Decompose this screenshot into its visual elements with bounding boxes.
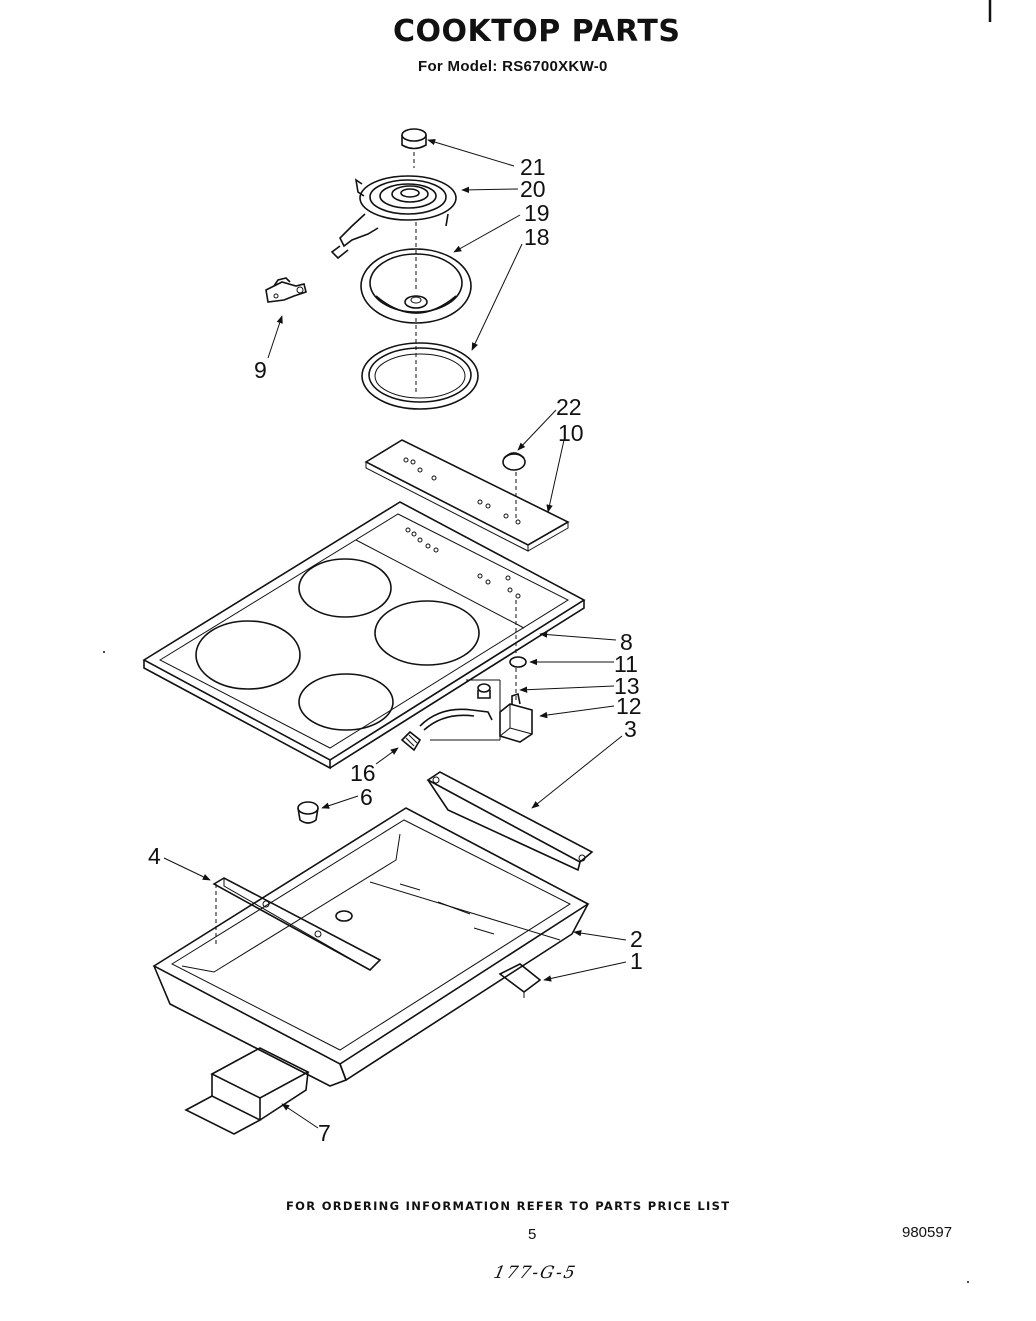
callout-11: 11 <box>614 651 638 677</box>
part-7-channel <box>184 1047 310 1135</box>
part-4-support-rod <box>212 877 382 971</box>
callout-13: 13 <box>614 673 640 699</box>
leader-lines <box>163 139 627 1129</box>
callout-8: 8 <box>620 629 633 655</box>
page-title: COOKTOP PARTS <box>393 14 681 49</box>
callout-4: 4 <box>148 843 161 869</box>
part-10-control-panel-trim <box>364 439 570 552</box>
callout-7: 7 <box>318 1120 331 1146</box>
callout-3: 3 <box>624 716 637 742</box>
part-1-bracket <box>498 963 542 998</box>
callout-19: 19 <box>524 200 550 226</box>
callout-9: 9 <box>254 357 267 383</box>
part-16-wire-nut <box>400 730 422 752</box>
handwritten-note: 177-G-5 <box>491 1263 579 1283</box>
part-12-infinite-switch <box>499 692 533 743</box>
model-subtitle: For Model: RS6700XKW-0 <box>418 58 608 75</box>
callout-21: 21 <box>520 154 546 180</box>
part-8-cooktop <box>142 501 586 770</box>
callout-12: 12 <box>616 693 642 719</box>
ordering-note: FOR ORDERING INFORMATION REFER TO PARTS … <box>286 1199 731 1213</box>
callout-22: 22 <box>556 394 582 420</box>
callout-16: 16 <box>350 760 376 786</box>
part-20-surface-element <box>330 175 457 260</box>
document-number: 980597 <box>902 1224 953 1241</box>
callout-6: 6 <box>360 784 373 810</box>
part-3-bracket <box>426 771 594 872</box>
part-13-nut <box>477 683 491 699</box>
part-9-receptacle <box>265 277 307 303</box>
part-21-cap <box>401 128 427 150</box>
callout-10: 10 <box>558 420 584 446</box>
part-22-knob <box>502 452 526 471</box>
callout-1: 1 <box>630 948 643 974</box>
part-18-trim-ring <box>361 342 479 410</box>
part-2-burner-box <box>152 807 590 1087</box>
page-number: 5 <box>528 1226 537 1243</box>
wire-harness <box>419 679 501 741</box>
callout-18: 18 <box>524 224 550 250</box>
part-11-washer <box>509 656 527 668</box>
callout-2: 2 <box>630 926 643 952</box>
part-6-grommet <box>297 801 319 824</box>
callout-20: 20 <box>520 176 546 202</box>
callout-labels: 21 20 19 18 9 22 10 8 11 13 12 3 16 6 4 … <box>148 154 643 1146</box>
